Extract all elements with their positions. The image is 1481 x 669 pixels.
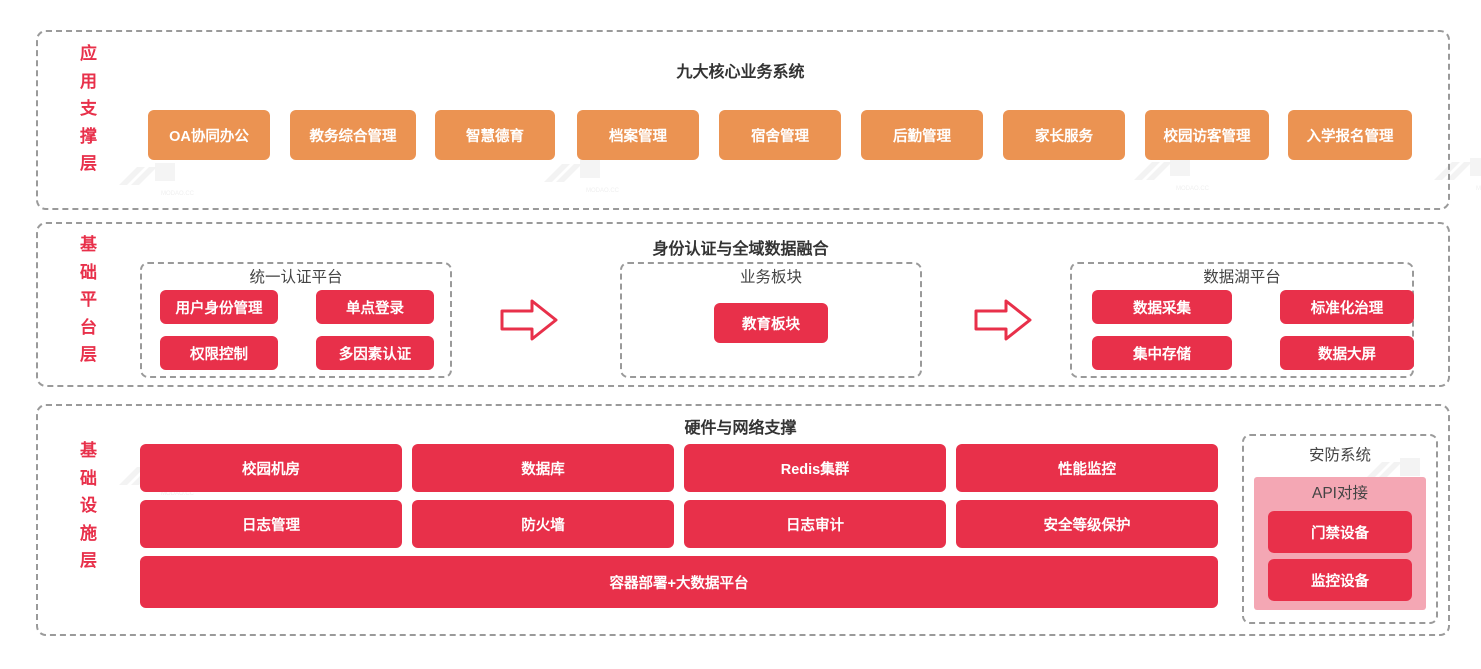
unified-auth-platform-group bbox=[140, 262, 452, 378]
layer-label-char: 用 bbox=[80, 71, 98, 91]
svg-text:MODAO.CC: MODAO.CC bbox=[1476, 186, 1481, 192]
layer-label-char: 层 bbox=[80, 551, 98, 571]
auth-node-single-sign-on[interactable]: 单点登录 bbox=[316, 290, 434, 324]
base-platform-layer-label: 基 础 平 台 层 bbox=[72, 231, 106, 369]
security-node-access-control-device[interactable]: 门禁设备 bbox=[1268, 511, 1412, 553]
app-node-dormitory-management[interactable]: 宿舍管理 bbox=[719, 110, 841, 160]
layer-label-char: 施 bbox=[80, 523, 98, 543]
auth-node-permission-control[interactable]: 权限控制 bbox=[160, 336, 278, 370]
layer-label-char: 础 bbox=[80, 262, 98, 282]
data-lake-platform-title: 数据湖平台 bbox=[1203, 269, 1281, 286]
app-node-oa-collaborative-office[interactable]: OA协同办公 bbox=[148, 110, 270, 160]
application-support-layer-title: 九大核心业务系统 bbox=[676, 64, 805, 81]
business-sector-title: 业务板块 bbox=[739, 269, 802, 286]
application-support-layer-label: 应 用 支 撑 层 bbox=[72, 40, 106, 178]
app-node-archive-management[interactable]: 档案管理 bbox=[577, 110, 699, 160]
layer-label-char: 台 bbox=[80, 317, 98, 337]
business-node-education-sector[interactable]: 教育板块 bbox=[714, 303, 828, 343]
layer-label-char: 设 bbox=[80, 496, 98, 516]
infrastructure-layer-label: 基 础 设 施 层 bbox=[72, 437, 106, 575]
layer-label-char: 基 bbox=[80, 235, 98, 254]
security-system-group bbox=[1242, 434, 1438, 624]
layer-label-char: 撑 bbox=[80, 126, 98, 146]
infra-node-container-deployment-bigdata-platform[interactable]: 容器部署+大数据平台 bbox=[140, 556, 1218, 608]
layer-label-char: 平 bbox=[80, 290, 98, 310]
app-node-logistics-management[interactable]: 后勤管理 bbox=[861, 110, 983, 160]
api-integration-title: API对接 bbox=[1312, 485, 1368, 502]
base-platform-layer-title: 身份认证与全域数据融合 bbox=[652, 241, 829, 258]
security-system-title: 安防系统 bbox=[1308, 447, 1371, 464]
infra-node-database[interactable]: 数据库 bbox=[412, 444, 674, 492]
infra-node-firewall[interactable]: 防火墙 bbox=[412, 500, 674, 548]
infrastructure-layer-panel bbox=[36, 404, 1450, 636]
business-sector-group bbox=[620, 262, 922, 378]
application-support-layer-panel bbox=[36, 30, 1450, 210]
app-node-enrollment-registration-management[interactable]: 入学报名管理 bbox=[1288, 110, 1412, 160]
layer-label-char: 基 bbox=[80, 441, 98, 460]
layer-label-char: 支 bbox=[80, 99, 98, 119]
datalake-node-centralized-storage[interactable]: 集中存储 bbox=[1092, 336, 1232, 370]
app-node-academic-affairs-management[interactable]: 教务综合管理 bbox=[290, 110, 416, 160]
infra-node-redis-cluster[interactable]: Redis集群 bbox=[684, 444, 946, 492]
security-node-surveillance-device[interactable]: 监控设备 bbox=[1268, 559, 1412, 601]
auth-node-user-identity-management[interactable]: 用户身份管理 bbox=[160, 290, 278, 324]
infra-node-performance-monitoring[interactable]: 性能监控 bbox=[956, 444, 1218, 492]
datalake-node-standardized-governance[interactable]: 标准化治理 bbox=[1280, 290, 1414, 324]
infra-node-campus-server-room[interactable]: 校园机房 bbox=[140, 444, 402, 492]
infra-node-log-management[interactable]: 日志管理 bbox=[140, 500, 402, 548]
arrow-business-to-datalake-icon bbox=[972, 295, 1034, 345]
layer-label-char: 层 bbox=[80, 154, 98, 174]
base-platform-layer-panel bbox=[36, 222, 1450, 387]
app-node-smart-moral-education[interactable]: 智慧德育 bbox=[435, 110, 555, 160]
unified-auth-platform-title: 统一认证平台 bbox=[249, 269, 343, 286]
app-node-parent-service[interactable]: 家长服务 bbox=[1003, 110, 1125, 160]
infra-node-security-level-protection[interactable]: 安全等级保护 bbox=[956, 500, 1218, 548]
layer-label-char: 础 bbox=[80, 468, 98, 488]
infrastructure-layer-title: 硬件与网络支撑 bbox=[684, 420, 797, 437]
arrow-auth-to-business-icon bbox=[498, 295, 560, 345]
app-node-campus-visitor-management[interactable]: 校园访客管理 bbox=[1145, 110, 1269, 160]
datalake-node-data-dashboard[interactable]: 数据大屏 bbox=[1280, 336, 1414, 370]
auth-node-multi-factor-authentication[interactable]: 多因素认证 bbox=[316, 336, 434, 370]
datalake-node-data-collection[interactable]: 数据采集 bbox=[1092, 290, 1232, 324]
infra-node-log-audit[interactable]: 日志审计 bbox=[684, 500, 946, 548]
layer-label-char: 应 bbox=[80, 44, 98, 63]
layer-label-char: 层 bbox=[80, 345, 98, 365]
